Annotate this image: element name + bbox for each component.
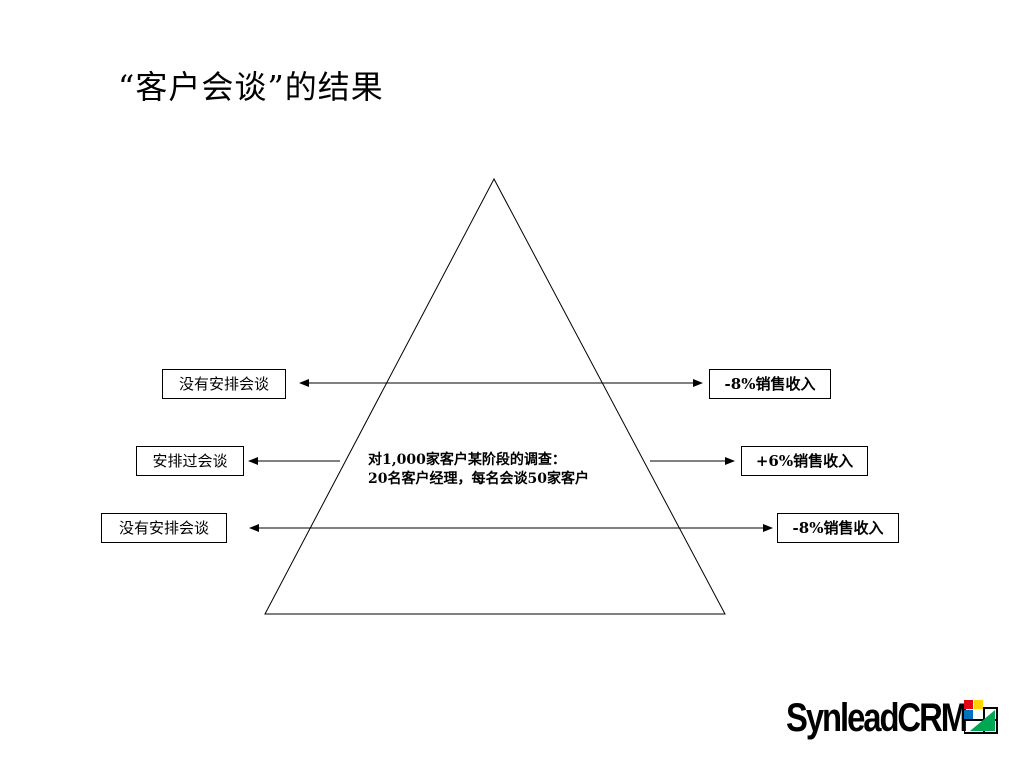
- row3-left-label: 没有安排会谈: [101, 513, 227, 543]
- row1-right-label: -8%销售收入: [709, 369, 831, 399]
- page-title: “客户会谈”的结果: [118, 68, 384, 106]
- row2-right-label: +6%销售收入: [741, 446, 868, 476]
- row3-right-label: -8%销售收入: [777, 513, 899, 543]
- row2-left-label: 安排过会谈: [136, 446, 244, 476]
- synleadcrm-logo: SynleadCRM: [786, 694, 1001, 746]
- pyramid-triangle: [264, 177, 726, 615]
- survey-description: 对1,000家客户某阶段的调查： 20名客户经理，每名会谈50家客户: [368, 451, 589, 489]
- row1-left-label: 没有安排会谈: [162, 369, 286, 399]
- survey-line-2: 20名客户经理，每名会谈50家客户: [368, 471, 589, 487]
- logo-wordmark: SynleadCRM: [786, 696, 968, 740]
- survey-line-1: 对1,000家客户某阶段的调查：: [368, 452, 566, 468]
- logo-squares-icon: [964, 700, 998, 734]
